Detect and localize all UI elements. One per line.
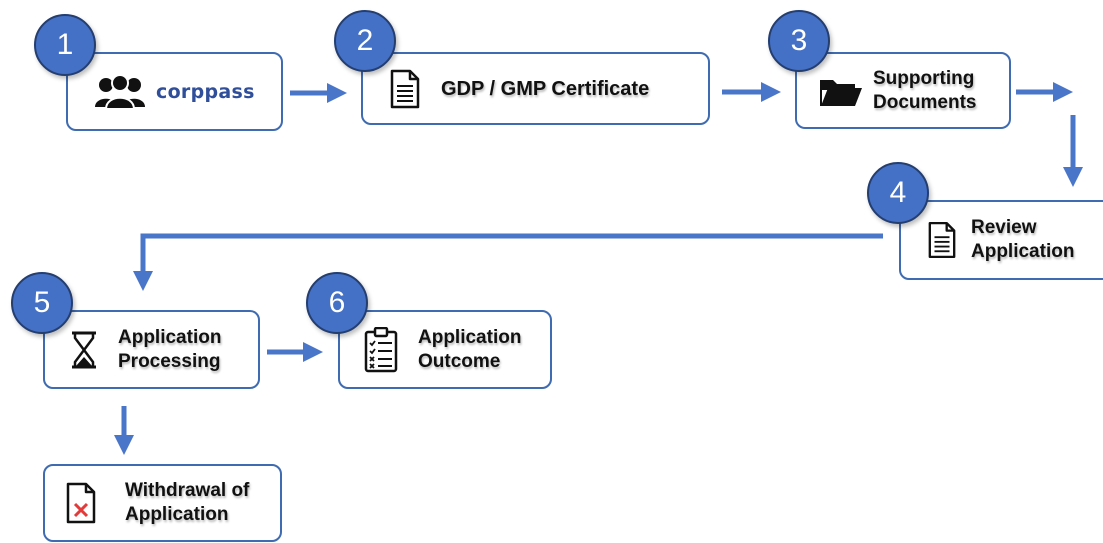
step-5-label-line1: Application bbox=[118, 326, 222, 348]
document-icon bbox=[390, 69, 420, 108]
step-1-box[interactable]: corppass bbox=[66, 52, 283, 131]
step-2-badge: 2 bbox=[334, 10, 396, 72]
withdrawal-box[interactable]: Withdrawal of Application bbox=[43, 464, 282, 542]
document-x-icon bbox=[66, 482, 96, 524]
step-6-label-line1: Application bbox=[418, 326, 522, 348]
step-3-badge: 3 bbox=[768, 10, 830, 72]
step-4-badge: 4 bbox=[867, 162, 929, 224]
hourglass-icon bbox=[72, 331, 96, 368]
step-4-label-line1: Review bbox=[971, 217, 1037, 238]
folder-icon bbox=[820, 79, 862, 106]
step-6-badge: 6 bbox=[306, 272, 368, 334]
step-3-label-line2: Documents bbox=[873, 91, 977, 113]
step-6-label-line2: Outcome bbox=[418, 350, 501, 372]
step-3-label: Supporting Documents bbox=[873, 67, 976, 115]
step-3-label-line1: Supporting bbox=[873, 67, 975, 89]
withdrawal-label-line1: Withdrawal of bbox=[125, 480, 250, 501]
step-6-label: Application Outcome bbox=[418, 326, 521, 374]
step-6-box[interactable]: Application Outcome bbox=[338, 310, 552, 389]
step-5-badge: 5 bbox=[11, 272, 73, 334]
step-2-box[interactable]: GDP / GMP Certificate bbox=[361, 52, 710, 125]
step-5-box[interactable]: Application Processing bbox=[43, 310, 260, 389]
step-4-box[interactable]: Review Application bbox=[899, 200, 1103, 280]
step-4-label-line2: Application bbox=[971, 241, 1075, 262]
step-1-badge: 1 bbox=[34, 14, 96, 76]
step-5-label: Application Processing bbox=[118, 326, 221, 374]
corppass-logo-text: corppass bbox=[156, 80, 255, 103]
checklist-icon bbox=[364, 326, 398, 372]
step-5-label-line2: Processing bbox=[118, 350, 221, 372]
step-4-label: Review Application bbox=[971, 216, 1074, 264]
arrow-4-to-5 bbox=[133, 233, 883, 291]
withdrawal-label: Withdrawal of Application bbox=[125, 479, 249, 527]
document-icon bbox=[928, 221, 956, 259]
withdrawal-label-line2: Application bbox=[125, 504, 229, 525]
step-2-label: GDP / GMP Certificate bbox=[441, 77, 650, 100]
corppass-users-icon bbox=[95, 74, 145, 109]
step-3-box[interactable]: Supporting Documents bbox=[795, 52, 1011, 129]
